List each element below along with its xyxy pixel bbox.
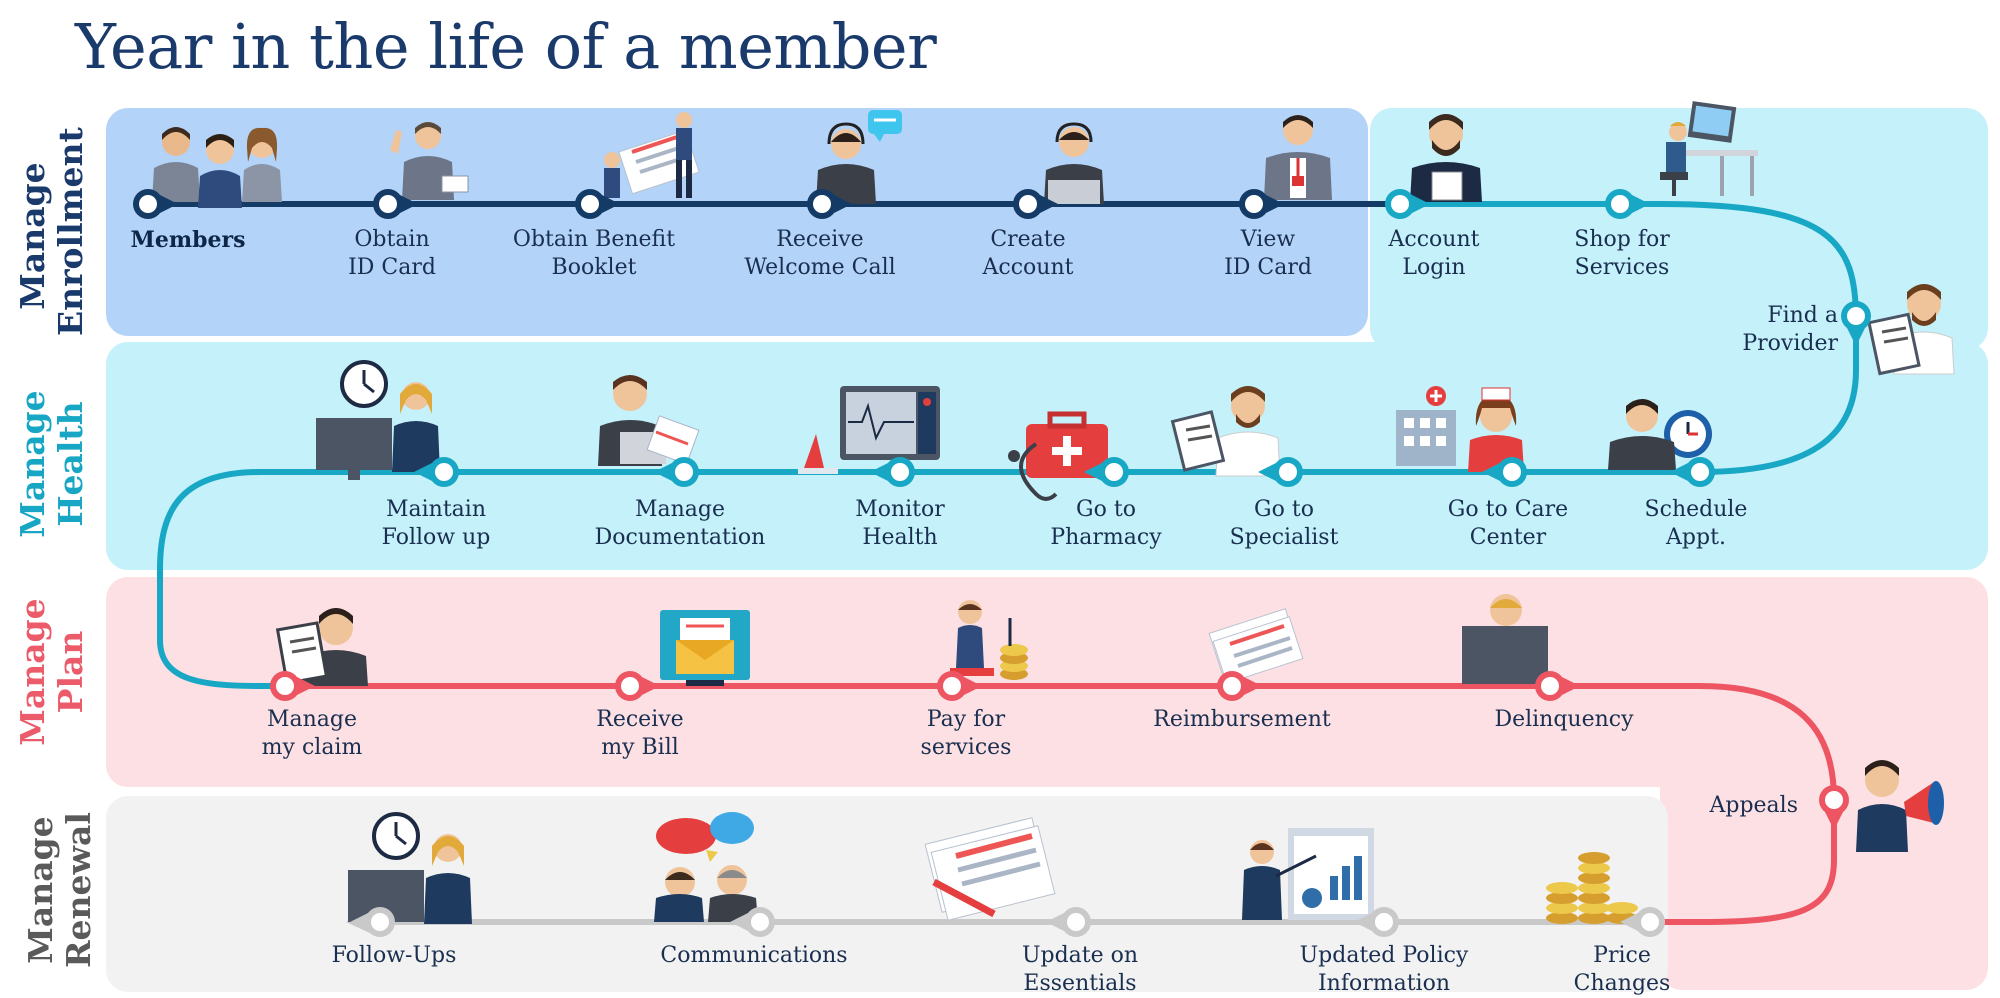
health-monitor-icon (798, 386, 940, 474)
step-node-maintain-follow-up (414, 457, 459, 487)
path-health (157, 201, 1859, 689)
step-node-update-on-essentials (1046, 907, 1091, 937)
man-holding-card-icon (390, 122, 469, 200)
step-node-go-to-specialist (1258, 457, 1303, 487)
step-node-price-changes (1620, 907, 1665, 937)
step-label-reimbursement: Reimbursement (1153, 707, 1331, 732)
step-label-members: Members (130, 227, 246, 253)
group-of-people-icon (152, 127, 282, 208)
step-node-go-to-care-center (1482, 457, 1527, 487)
step-label-delinquency: Delinquency (1494, 707, 1634, 732)
documents-pencil-icon (924, 817, 1056, 921)
bearded-man-tablet-icon (1410, 114, 1482, 202)
presentation-board-icon (1242, 828, 1374, 920)
paper-stack-icon (1208, 608, 1304, 684)
step-node-obtain-id-card (373, 189, 418, 219)
coin-stacks-icon (1546, 852, 1638, 924)
step-node-members (133, 189, 178, 219)
step-node-receive-my-bill (615, 671, 660, 701)
step-node-receive-welcome-call (807, 189, 852, 219)
band-enrollment (106, 108, 1368, 336)
step-node-pay-for-services (937, 671, 982, 701)
laptop-documents-icon (598, 375, 700, 466)
badge-man-icon (1264, 115, 1332, 200)
megaphone-man-icon (1856, 760, 1944, 852)
desk-workstation-icon (1660, 101, 1758, 196)
step-node-reimbursement (1217, 671, 1262, 701)
step-node-schedule-appt (1670, 457, 1715, 487)
step-label-communications: Communications (660, 943, 848, 968)
speech-bubbles-icon (654, 812, 758, 922)
step-node-manage-my-claim (270, 671, 315, 701)
woman-computer-clock-icon (316, 360, 440, 480)
man-clock-icon (1608, 399, 1712, 470)
step-label-follow-ups: Follow-Ups (331, 943, 457, 968)
step-node-find-a-provider (1841, 301, 1871, 346)
step-label-appeals: Appeals (1709, 793, 1798, 818)
step-node-appeals (1819, 785, 1849, 830)
email-monitor-icon (660, 610, 750, 686)
man-monitor-icon (1462, 594, 1548, 684)
woman-computer-clock-icon (348, 812, 472, 924)
step-node-manage-documentation (654, 457, 699, 487)
step-node-communications (730, 907, 775, 937)
headset-agent-icon (816, 110, 902, 204)
step-node-follow-ups (350, 907, 395, 937)
payment-coins-icon (950, 600, 1028, 680)
doctor-clipboard-icon (1867, 284, 1955, 376)
step-node-create-account (1013, 189, 1058, 219)
step-node-obtain-benefit-booklet (575, 189, 620, 219)
page-title: Year in the life of a member (75, 10, 937, 83)
step-node-view-id-card (1239, 189, 1284, 219)
laptop-agent-icon (1044, 122, 1104, 204)
step-node-monitor-health (870, 457, 915, 487)
step-node-go-to-pharmacy (1084, 457, 1129, 487)
step-node-delinquency (1535, 671, 1580, 701)
step-node-shop-for-services (1605, 189, 1650, 219)
booklet-icon (604, 112, 700, 198)
step-node-account-login (1385, 189, 1430, 219)
doctor-icon (1170, 386, 1281, 477)
step-node-updated-policy-information (1354, 907, 1399, 937)
medical-kit-icon (1008, 411, 1108, 501)
man-clipboard-icon (275, 608, 368, 686)
